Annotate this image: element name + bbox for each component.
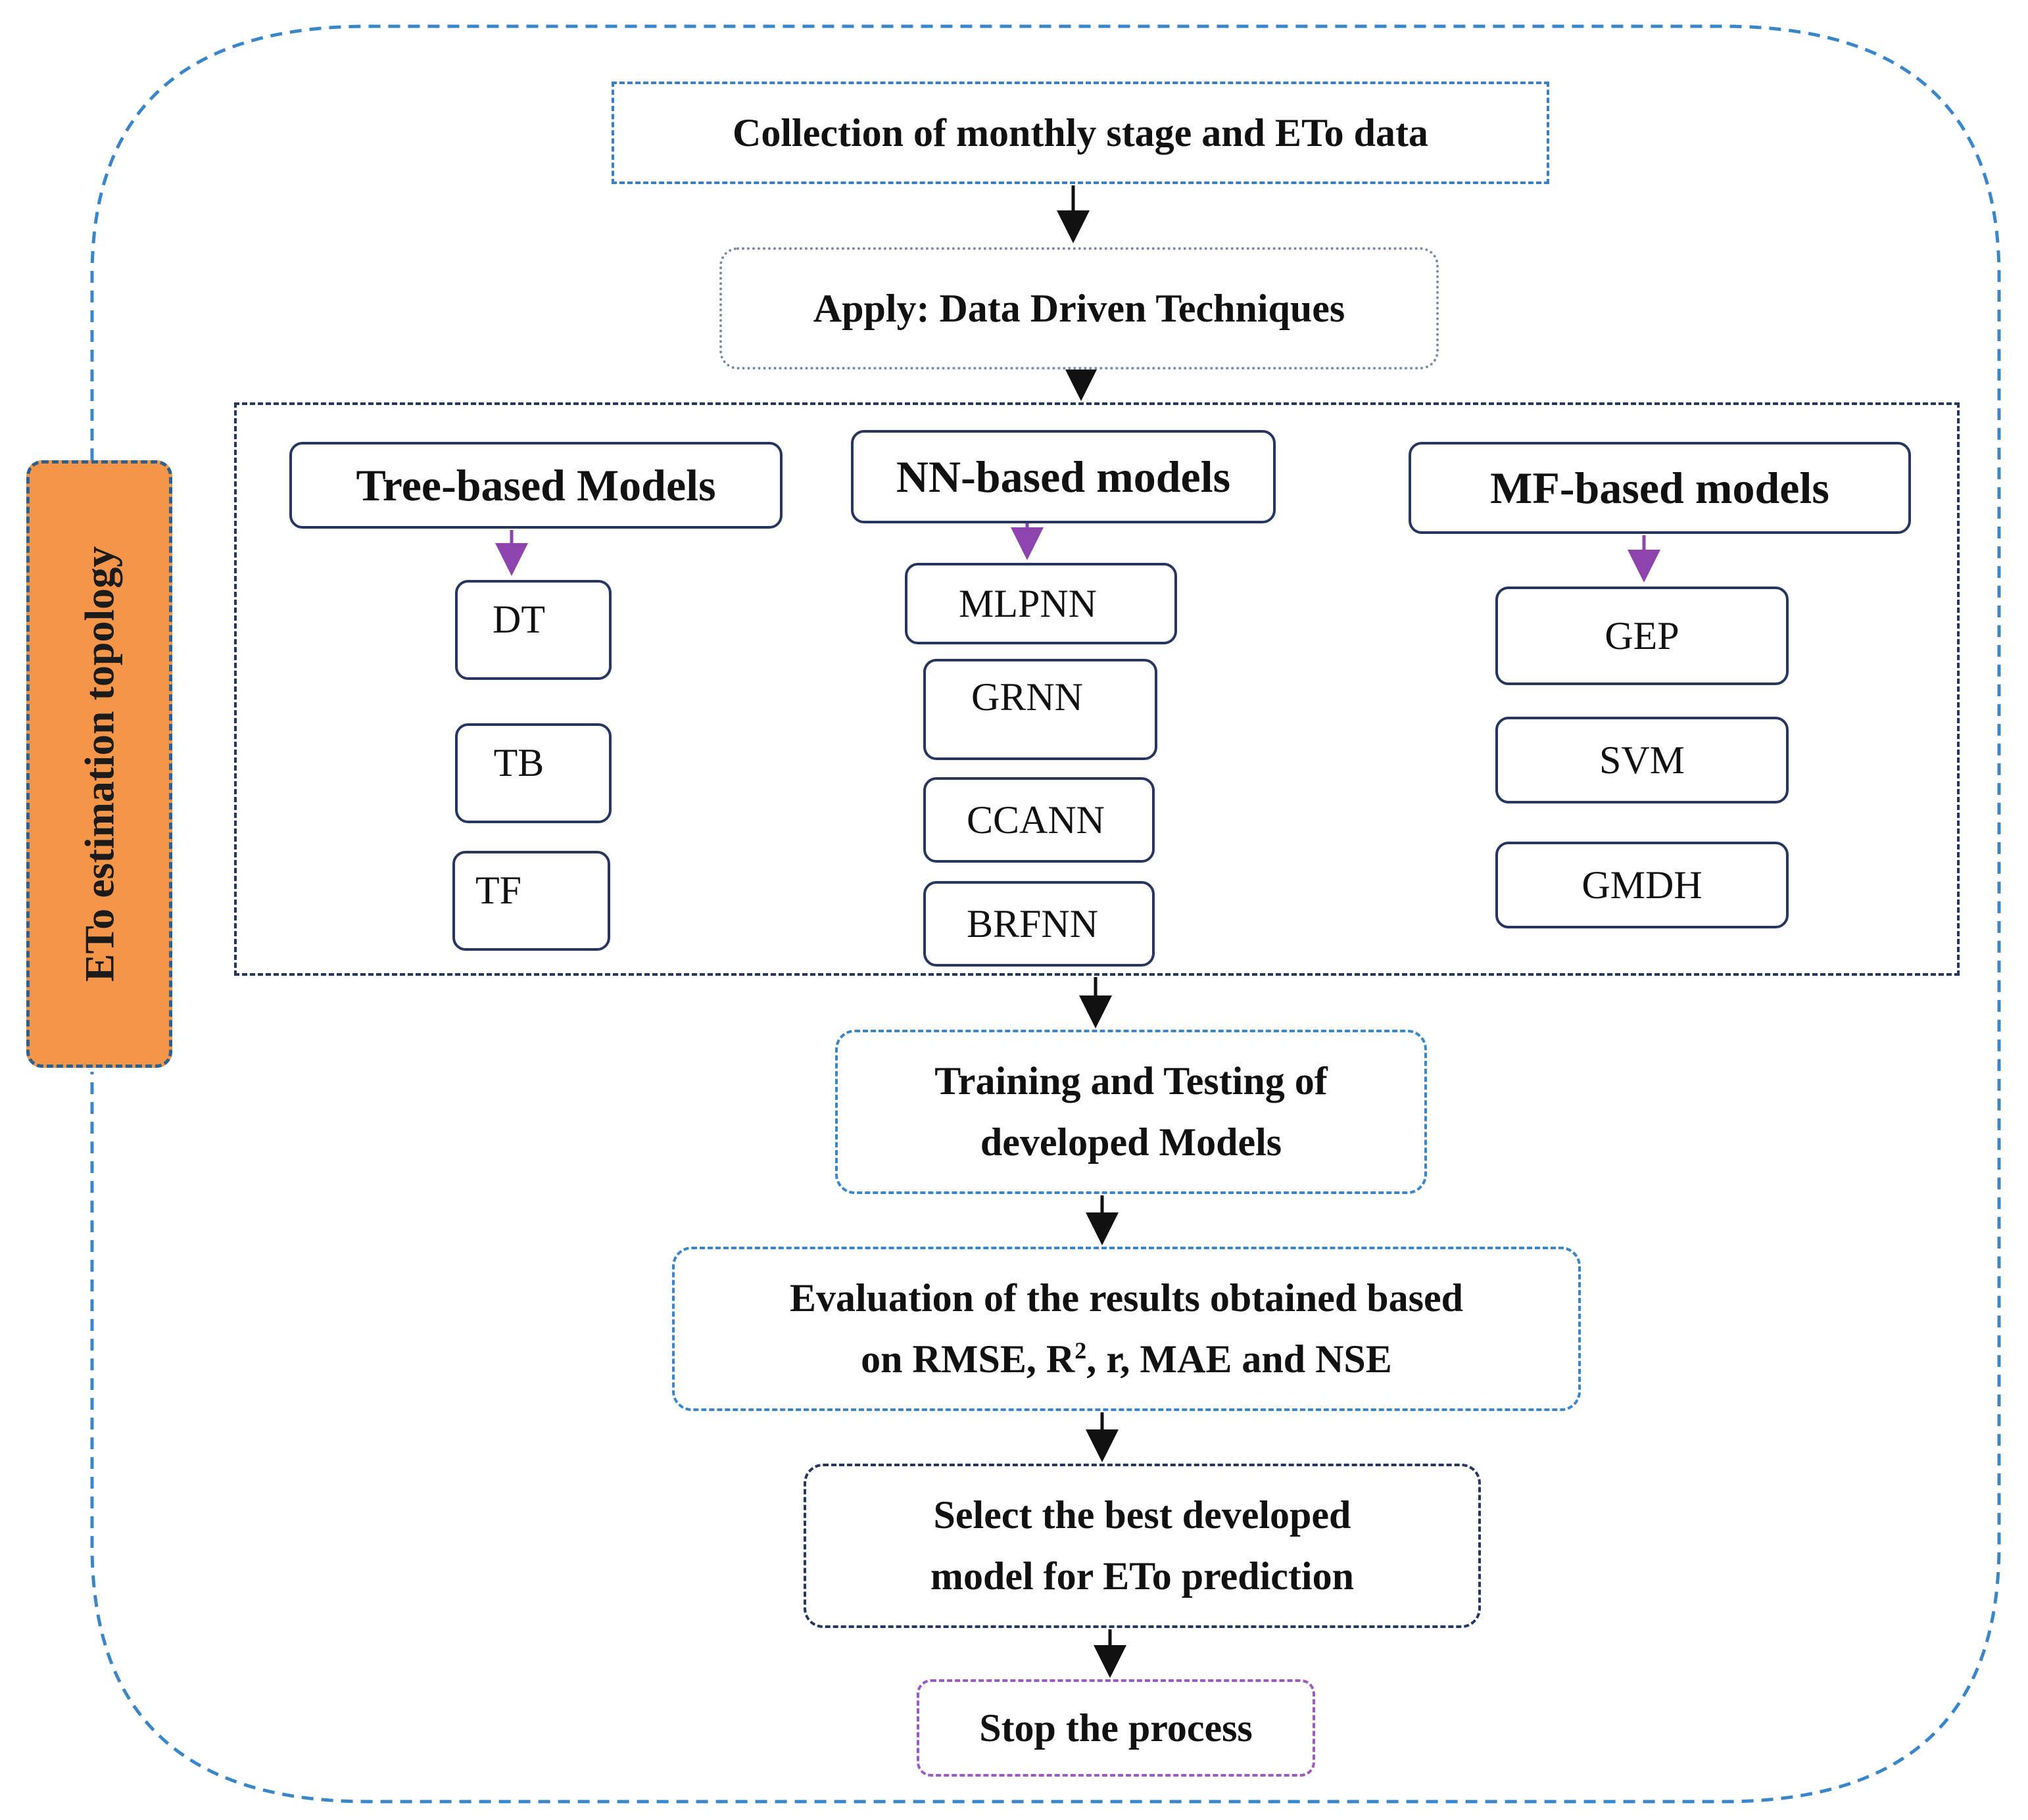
step-train-test-text: Training and Testing of developed Models bbox=[934, 1051, 1327, 1173]
step-evaluate-line1: Evaluation of the results obtained based bbox=[789, 1276, 1464, 1320]
model-svm-label: SVM bbox=[1599, 738, 1685, 782]
model-dt: DT bbox=[455, 580, 612, 680]
model-gmdh: GMDH bbox=[1495, 842, 1789, 928]
model-tb: TB bbox=[455, 723, 612, 823]
step-select-best-line2: model for ETo prediction bbox=[930, 1554, 1354, 1598]
step-apply-techniques-text: Apply: Data Driven Techniques bbox=[813, 286, 1345, 330]
model-grnn-label: GRNN bbox=[971, 675, 1083, 719]
step-select-best: Select the best developed model for ETo … bbox=[804, 1464, 1481, 1628]
model-dt-label: DT bbox=[493, 598, 545, 641]
model-tb-label: TB bbox=[493, 741, 544, 784]
category-nn-based: NN-based models bbox=[851, 430, 1276, 523]
step-evaluate-line2-suffix: , r, MAE and NSE bbox=[1086, 1337, 1392, 1381]
side-label-text: ETo estimation topology bbox=[76, 546, 122, 982]
model-mlpnn: MLPNN bbox=[905, 563, 1177, 644]
model-gep-label: GEP bbox=[1605, 613, 1679, 658]
step-stop: Stop the process bbox=[917, 1679, 1315, 1777]
step-evaluate-line2: on RMSE, R2, r, MAE and NSE bbox=[790, 1329, 1463, 1390]
category-nn-based-label: NN-based models bbox=[896, 451, 1231, 502]
step-apply-techniques: Apply: Data Driven Techniques bbox=[719, 247, 1439, 370]
step-stop-text: Stop the process bbox=[979, 1706, 1253, 1750]
model-grnn: GRNN bbox=[923, 659, 1157, 760]
step-evaluate-line2-prefix: on RMSE, R bbox=[861, 1337, 1075, 1381]
step-train-test-line1: Training and Testing of bbox=[934, 1059, 1328, 1103]
model-ccann-label: CCANN bbox=[966, 798, 1105, 842]
model-mlpnn-label: MLPNN bbox=[958, 581, 1098, 625]
step-evaluate-superscript: 2 bbox=[1074, 1337, 1087, 1364]
step-collect-data: Collection of monthly stage and ETo data bbox=[612, 82, 1549, 184]
model-gmdh-label: GMDH bbox=[1581, 863, 1702, 907]
category-tree-based-label: Tree-based Models bbox=[356, 460, 716, 510]
category-tree-based: Tree-based Models bbox=[289, 442, 783, 529]
step-select-best-text: Select the best developed model for ETo … bbox=[930, 1485, 1354, 1607]
category-mf-based-label: MF-based models bbox=[1490, 462, 1829, 513]
step-evaluate-text: Evaluation of the results obtained based… bbox=[790, 1268, 1463, 1390]
step-train-test-line2: developed Models bbox=[980, 1120, 1282, 1164]
step-train-test: Training and Testing of developed Models bbox=[835, 1030, 1427, 1194]
model-tf-label: TF bbox=[475, 869, 522, 912]
side-label: ETo estimation topology bbox=[26, 460, 172, 1068]
step-collect-data-text: Collection of monthly stage and ETo data bbox=[733, 110, 1428, 155]
model-gep: GEP bbox=[1495, 587, 1789, 685]
model-tf: TF bbox=[452, 851, 610, 951]
models-group bbox=[234, 402, 1960, 976]
model-brfnn: BRFNN bbox=[923, 881, 1155, 967]
model-svm: SVM bbox=[1495, 717, 1789, 803]
step-evaluate: Evaluation of the results obtained based… bbox=[672, 1247, 1581, 1411]
category-mf-based: MF-based models bbox=[1409, 442, 1911, 534]
step-select-best-line1: Select the best developed bbox=[933, 1493, 1351, 1537]
model-ccann: CCANN bbox=[923, 777, 1155, 863]
outer-frame bbox=[90, 24, 2001, 1804]
model-brfnn-label: BRFNN bbox=[966, 901, 1099, 946]
